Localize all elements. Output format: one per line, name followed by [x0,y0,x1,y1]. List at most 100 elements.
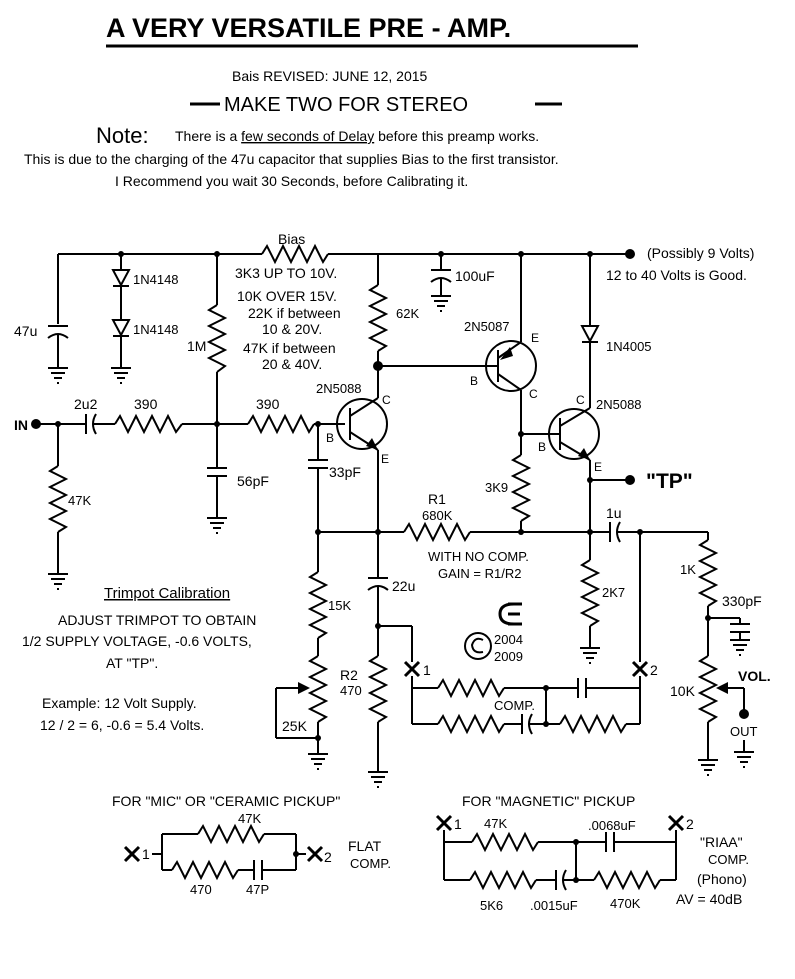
flat-r-bot-label: 470 [190,882,212,897]
riaa-r-bot1-label: 5K6 [480,898,503,913]
resistor-r2 [367,655,389,723]
q1-label: 2N5088 [316,381,362,396]
bias-label: Bias [278,231,305,247]
stereo-note: MAKE TWO FOR STEREO [224,94,468,116]
svg-text:E: E [531,331,539,345]
r-1m-label: 1M [187,338,206,354]
bias-resistor [261,243,329,265]
svg-text:E: E [381,452,389,466]
svg-text:There is a few seconds of Dela: There is a few seconds of Delay before t… [175,128,539,144]
calibration-line3: AT "TP". [106,655,158,671]
note-label: Note: [96,123,149,148]
d2-label: 1N4148 [133,322,179,337]
flat-label2: COMP. [350,856,391,871]
flat-r-top-label: 47K [238,811,261,826]
riaa-label3: (Phono) [697,871,747,887]
flat-x1-label: 1 [142,846,150,862]
c-1u-label: 1u [606,505,622,521]
r2-value: 470 [340,683,362,698]
pot-10k-label: 10K [670,683,696,699]
resistor-390a [114,413,183,435]
resistor-47k [47,465,69,533]
resistor-1k [697,539,719,607]
ground-icon [368,771,388,788]
riaa-x1-terminal [435,814,453,832]
r2-label: R2 [340,667,358,683]
calibration-title: Trimpot Calibration [104,585,230,602]
c-56pf-label: 56pF [237,473,269,489]
ground-icon [48,367,68,384]
gain-note1: WITH NO COMP. [428,549,529,564]
resistor-62k [367,284,389,352]
r-47k-label: 47K [68,493,91,508]
pot-25k-label: 25K [282,718,308,734]
tp-label: "TP" [646,470,693,493]
r-390a-label: 390 [134,396,158,412]
flat-label1: FLAT [348,838,382,854]
note-line1-underlined: few seconds of Delay [241,128,374,144]
svg-text:B: B [326,431,334,445]
flat-x1-terminal [123,845,141,863]
riaa-label4: AV = 40dB [676,891,742,907]
resistor-2k7 [579,559,601,627]
svg-text:C: C [576,393,585,407]
x2-label: 2 [650,662,658,678]
supply-terminal [625,249,635,259]
ground-icon [698,759,718,776]
c-33pf-label: 33pF [329,464,361,480]
trimpot-25k [307,655,329,723]
svg-text:C: C [529,387,538,401]
r1-value: 680K [422,508,453,523]
c-100uf-label: 100uF [455,268,495,284]
svg-text:C: C [382,393,391,407]
riaa-label2: COMP. [708,852,749,867]
r-1k-label: 1K [680,562,696,577]
c-22u-label: 22u [392,578,415,594]
page-title: A VERY VERSATILE PRE - AMP. [106,13,511,43]
in-label: IN [14,417,28,433]
bias-line3: 22K if between [248,305,341,321]
bias-line1: 3K3 UP TO 10V. [235,265,337,281]
riaa-x1-label: 1 [454,816,462,832]
volume-pot [697,655,719,723]
ground-icon [734,751,754,768]
r-2k7-label: 2K7 [602,585,625,600]
flat-comp-title: FOR "MIC" OR "CERAMIC PICKUP" [112,793,340,809]
vol-label: VOL. [738,668,771,684]
svg-text:E: E [594,460,602,474]
x1-label: 1 [423,662,431,678]
test-point [625,475,635,485]
q3-label: 2N5088 [596,397,642,412]
note-line1-post: before this preamp works. [374,128,539,144]
revised-date: Bais REVISED: JUNE 12, 2015 [232,68,428,84]
note-line2: This is due to the charging of the 47u c… [24,151,559,167]
resistor-1m [206,304,228,373]
ground-icon [308,753,328,770]
r-3k9-label: 3K9 [485,480,508,495]
calibration-line1: ADJUST TRIMPOT TO OBTAIN [58,612,256,628]
riaa-comp-title: FOR "MAGNETIC" PICKUP [462,793,635,809]
r1-label: R1 [428,491,446,507]
riaa-x2-terminal [667,814,685,832]
flat-x2-label: 2 [324,849,332,865]
riaa-r-bot2-label: 470K [610,896,641,911]
riaa-c-bot-label: .0015uF [530,898,578,913]
transistor-q1 [336,398,388,450]
gain-note2: GAIN = R1/R2 [438,566,521,581]
supply-note1: (Possibly 9 Volts) [647,245,754,261]
bias-line2: 10K OVER 15V. [237,288,337,304]
supply-note2: 12 to 40 Volts is Good. [606,267,747,283]
d1-label: 1N4148 [133,272,179,287]
ground-icon [431,295,451,312]
riaa-label1: "RIAA" [700,834,743,850]
resistor-15k [307,571,329,639]
logo-year1: 2004 [494,632,523,647]
x2-terminal [631,660,649,678]
c-2u2-label: 2u2 [74,396,98,412]
riaa-c-top-label: .0068uF [588,818,636,833]
ground-icon [48,573,68,590]
ground-icon [580,647,600,664]
ground-icon [207,517,227,534]
r-15k-label: 15K [328,598,351,613]
